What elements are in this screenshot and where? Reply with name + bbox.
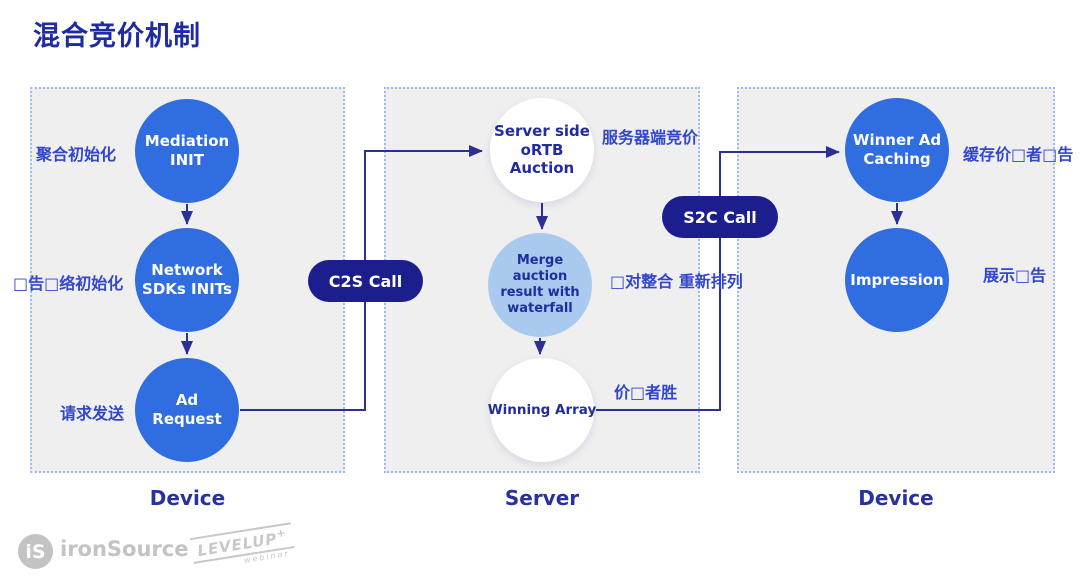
node-impression: Impression bbox=[845, 228, 949, 332]
node-label: Network SDKs INITs bbox=[142, 261, 232, 298]
c2s-call-pill: C2S Call bbox=[308, 260, 423, 302]
annotation-ad-request: 请求发送 bbox=[60, 404, 125, 423]
node-label: Winner Ad Caching bbox=[852, 131, 942, 168]
node-label: Winning Array bbox=[487, 401, 597, 418]
node-server-side-ortb-auction: Server side oRTB Auction bbox=[490, 98, 594, 202]
annotation-mediation-init: 聚合初始化 bbox=[36, 145, 117, 164]
node-label: Mediation INIT bbox=[144, 132, 230, 169]
page-title: 混合竞价机制 bbox=[33, 21, 201, 52]
node-ad-request: Ad Request bbox=[135, 358, 239, 462]
node-label: Ad Request bbox=[152, 391, 222, 428]
ironsource-wordmark: ironSource bbox=[60, 537, 189, 561]
annotation-server-auction: 服务器端竞价 bbox=[602, 128, 699, 147]
annotation-show-ad: 展示□告 bbox=[983, 266, 1047, 285]
levelup-logo: LEVELUP+ webinar bbox=[189, 522, 296, 573]
s2c-call-pill: S2C Call bbox=[662, 196, 778, 238]
levelup-plus: + bbox=[275, 526, 288, 541]
annotation-cache-winner-ad: 缓存价□者□告 bbox=[963, 145, 1074, 164]
pill-label: C2S Call bbox=[328, 271, 403, 291]
node-label: Merge auction result with waterfall bbox=[500, 252, 580, 317]
panel-caption-device-left: Device bbox=[149, 486, 226, 510]
node-winning-array: Winning Array bbox=[487, 358, 597, 462]
node-label: Impression bbox=[850, 270, 944, 289]
pill-label: S2C Call bbox=[683, 207, 757, 227]
annotation-merge-reorder: □对整合 重新排列 bbox=[610, 272, 743, 291]
node-network-sdks-inits: Network SDKs INITs bbox=[135, 228, 239, 332]
node-mediation-init: Mediation INIT bbox=[135, 99, 239, 203]
annotation-network-init: □告□络初始化 bbox=[13, 274, 124, 293]
node-label: Server side oRTB Auction bbox=[494, 121, 590, 178]
footer-logos: iS ironSource LEVELUP+ webinar bbox=[0, 522, 330, 583]
ironsource-logo-icon: iS bbox=[18, 534, 53, 569]
panel-caption-server: Server bbox=[504, 486, 580, 510]
node-merge-auction-result: Merge auction result with waterfall bbox=[488, 233, 592, 337]
annotation-highest-wins: 价□者胜 bbox=[614, 383, 678, 402]
panel-caption-device-right: Device bbox=[858, 486, 934, 510]
node-winner-ad-caching: Winner Ad Caching bbox=[845, 98, 949, 202]
